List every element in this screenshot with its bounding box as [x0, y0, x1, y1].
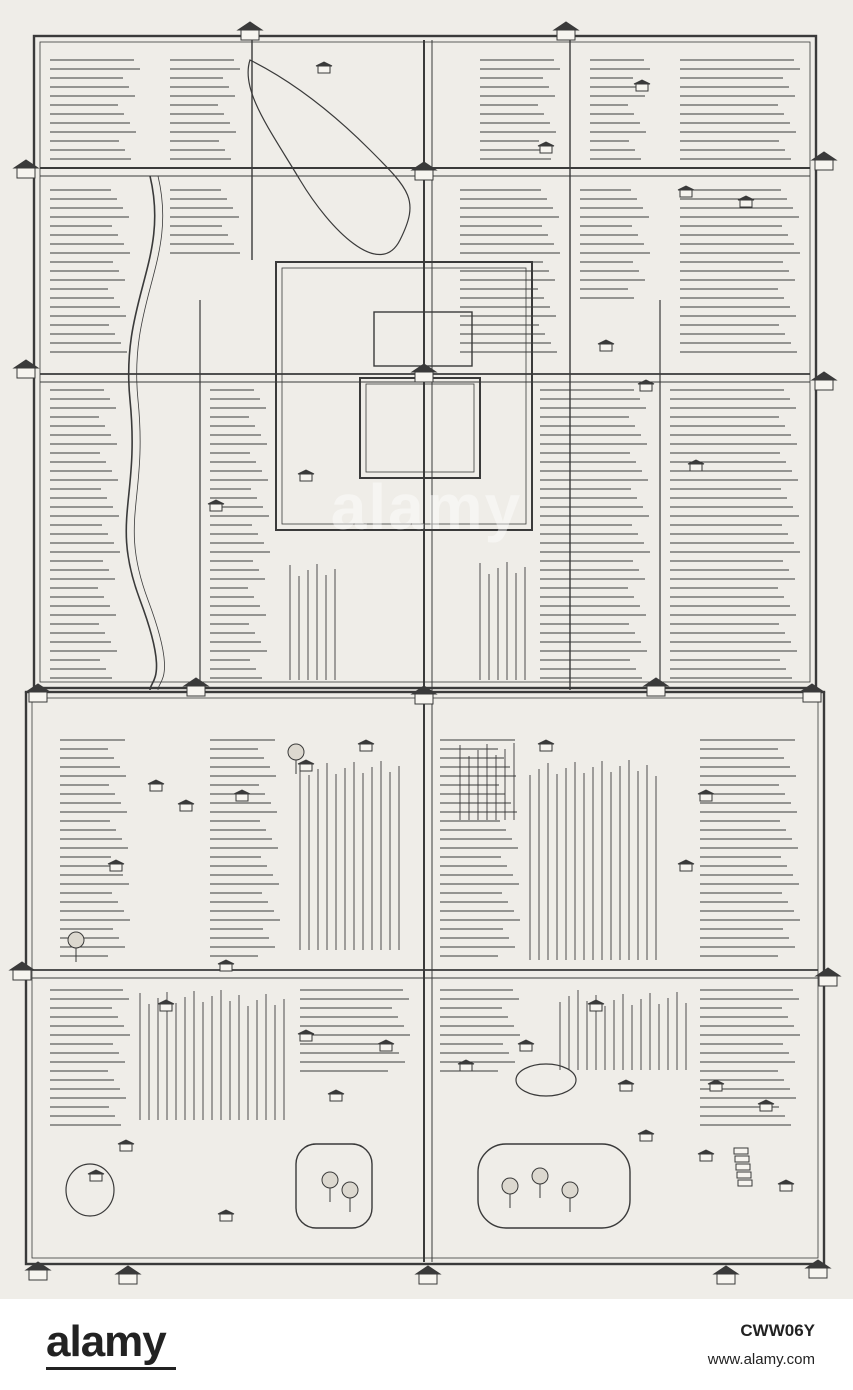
pavilion-icon [617, 1079, 635, 1092]
north-lake [247, 59, 411, 255]
city-map [8, 21, 842, 1285]
alamy-logo: alamy [46, 1317, 167, 1366]
gate-tower-icon [12, 159, 40, 179]
tree-icon [531, 1167, 549, 1198]
pavilion-icon [327, 1089, 345, 1102]
pavilion-icon [637, 1129, 655, 1142]
pavilion-icon [697, 1149, 715, 1162]
pavilion-icon [597, 339, 615, 352]
pavilion-icon [517, 1039, 535, 1052]
gate-tower-icon [410, 685, 438, 705]
gate-tower-icon [712, 1265, 740, 1285]
pavilion-icon [297, 1029, 315, 1042]
tree-icon [561, 1181, 579, 1212]
gate-tower-icon [8, 961, 36, 981]
pavilion-icon [637, 379, 655, 392]
pavilion-icon [217, 1209, 235, 1222]
pavilion-icon [233, 789, 251, 802]
image-id: CWW06Y [740, 1321, 815, 1340]
tree-icon [67, 931, 85, 962]
pavilion-icon [707, 1079, 725, 1092]
tree-icon [321, 1171, 339, 1202]
pavilion-icon [297, 469, 315, 482]
pavilion-icon [633, 79, 651, 92]
gate-tower-icon [24, 683, 52, 703]
pavilion-icon [357, 739, 375, 752]
pavilion-icon [537, 739, 555, 752]
pavilion-icon [677, 859, 695, 872]
tree-icon [501, 1177, 519, 1208]
gate-tower-icon [798, 683, 826, 703]
gate-tower-icon [642, 677, 670, 697]
pavilion-icon [777, 1179, 795, 1192]
pavilion-icon [677, 185, 695, 198]
pavilion-icon [207, 499, 225, 512]
pavilion-icon [587, 999, 605, 1012]
gate-tower-icon [236, 21, 264, 41]
gate-tower-icon [552, 21, 580, 41]
logo-underline [46, 1367, 176, 1370]
pavilion-icon [177, 799, 195, 812]
gate-tower-icon [410, 161, 438, 181]
gate-tower-icon [414, 1265, 442, 1285]
tree-icon [287, 743, 305, 774]
gate-tower-icon [114, 1265, 142, 1285]
gate-tower-icon [24, 1261, 52, 1281]
gate-tower-icon [810, 151, 838, 171]
pavilion-icon [737, 195, 755, 208]
tree-icon [341, 1181, 359, 1212]
pavilion-icon [315, 61, 333, 74]
pavilion-icon [697, 789, 715, 802]
gate-tower-icon [182, 677, 210, 697]
map-paper: alamy [0, 0, 853, 1299]
pavilion-icon [457, 1059, 475, 1072]
pavilion-icon [217, 959, 235, 972]
pavilion-icon [107, 859, 125, 872]
footer-url: www.alamy.com [707, 1351, 815, 1368]
pavilion-icon [157, 999, 175, 1012]
pavilion-icon [297, 759, 315, 772]
pavilion-icon [147, 779, 165, 792]
west-canal [125, 175, 158, 691]
pavilion-icon [117, 1139, 135, 1152]
pavilion-icon [757, 1099, 775, 1112]
imperial-city-wall [275, 261, 533, 531]
pavilion-icon [87, 1169, 105, 1182]
pavilion-icon [687, 459, 705, 472]
gate-tower-icon [410, 363, 438, 383]
pavilion-icon [537, 141, 555, 154]
pavilion-icon [377, 1039, 395, 1052]
gate-tower-icon [804, 1259, 832, 1279]
pagoda-icon [733, 1147, 753, 1187]
gate-tower-icon [810, 371, 838, 391]
gate-tower-icon [12, 359, 40, 379]
forbidden-city-wall [359, 377, 481, 479]
footer-bar: alamy CWW06Y www.alamy.com [0, 1299, 853, 1390]
gate-tower-icon [814, 967, 842, 987]
